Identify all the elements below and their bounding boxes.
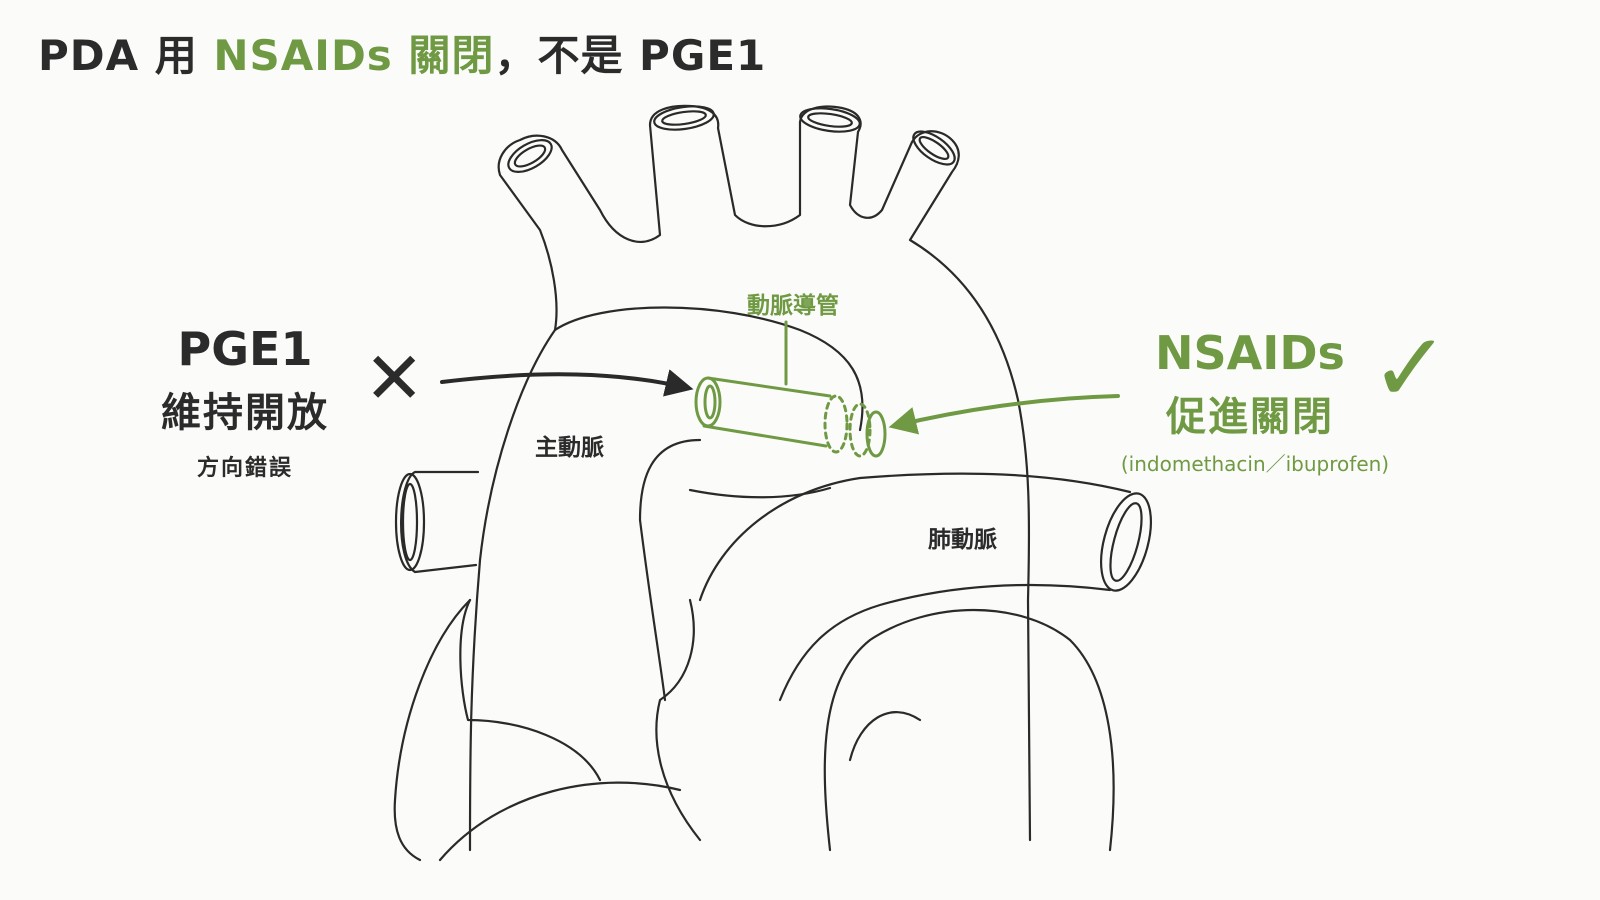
cross-icon: ✕ xyxy=(364,336,425,420)
subclavian-opening xyxy=(799,107,861,133)
nsaids-arrow xyxy=(888,394,1120,435)
ductus-closing-ring-1 xyxy=(823,394,849,454)
nsaids-drug-label: NSAIDs xyxy=(1155,326,1345,380)
title-part-1: PDA 用 xyxy=(38,31,214,80)
brachiocephalic-opening-inner xyxy=(513,144,547,168)
left-branch-opening-inner xyxy=(918,135,950,161)
heart-groove xyxy=(655,598,702,842)
ascending-aorta xyxy=(638,438,702,702)
heart-ventricle-inner xyxy=(848,711,922,762)
aorta-label: 主動脈 xyxy=(535,435,604,461)
pge1-arrow xyxy=(440,369,694,397)
title-highlight: NSAIDs 關閉 xyxy=(213,31,495,80)
pge1-drug-label: PGE1 xyxy=(177,322,313,376)
vena-cava-opening xyxy=(394,472,426,572)
pge1-effect-label: 維持開放 xyxy=(161,390,329,436)
ductus-tube xyxy=(702,376,832,448)
nsaids-effect-label: 促進關閉 xyxy=(1166,394,1334,440)
heart-left-body xyxy=(393,598,472,862)
heart-ventricle xyxy=(823,608,1115,852)
ductus-open-end-inner xyxy=(703,384,717,420)
pulmonary-artery-lower xyxy=(688,486,832,499)
title-part-2: ，不是 PGE1 xyxy=(494,31,767,80)
pulmonary-artery-label: 肺動脈 xyxy=(928,527,997,553)
vena-cava-opening-inner xyxy=(401,482,419,562)
ductus-closing-ring-2 xyxy=(848,402,872,458)
heart-right-atrium xyxy=(459,598,602,782)
ductus-open-end xyxy=(694,376,722,428)
nsaids-examples-label: (indomethacin／ibuprofen) xyxy=(1120,452,1390,476)
ductus-label: 動脈導管 xyxy=(747,293,839,319)
carotid-opening-inner xyxy=(661,110,707,126)
pulmonary-artery-opening xyxy=(1100,492,1152,592)
carotid-opening xyxy=(653,105,715,131)
ductus-closed-end xyxy=(865,410,887,458)
heart-bottom-curve xyxy=(438,781,682,862)
left-branch-opening xyxy=(912,130,956,166)
aortic-arch-outline xyxy=(468,104,1032,852)
brachiocephalic-opening xyxy=(507,139,553,173)
pge1-verdict-label: 方向錯誤 xyxy=(196,456,293,481)
aortic-arch-inner xyxy=(553,306,864,432)
pulmonary-artery xyxy=(698,472,1132,702)
subclavian-opening-inner xyxy=(807,112,853,128)
pulmonary-artery-opening-inner xyxy=(1109,502,1143,582)
page-title: PDA 用 NSAIDs 關閉，不是 PGE1 xyxy=(38,22,766,83)
check-icon: ✓ xyxy=(1370,312,1451,424)
